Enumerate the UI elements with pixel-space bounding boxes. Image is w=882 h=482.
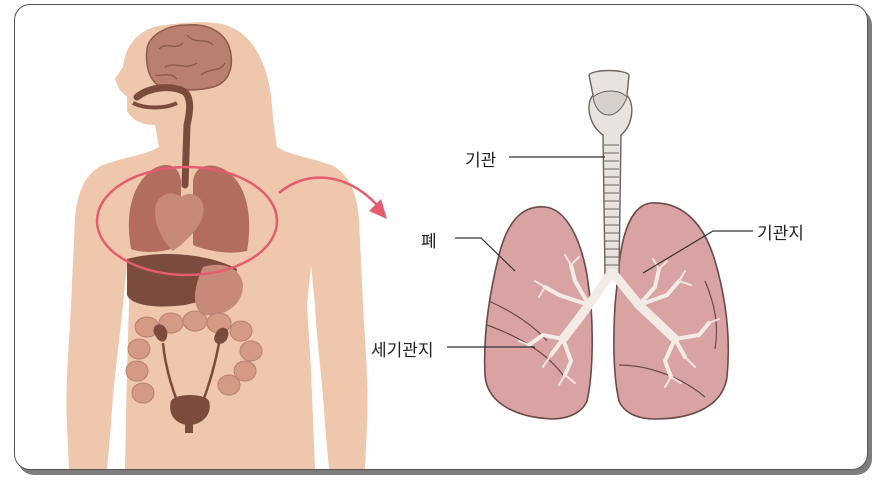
human-body: [66, 22, 367, 469]
brain: [147, 25, 232, 90]
label-lung: 폐: [421, 227, 437, 252]
lungs-illustration: [485, 71, 729, 420]
lung-right: [614, 203, 728, 419]
label-bronchus: 기관지: [757, 219, 804, 244]
arrow-head-icon: [369, 199, 387, 219]
lung-left: [485, 207, 593, 419]
figure-svg: [15, 5, 867, 469]
label-bronchiole: 세기관지: [371, 336, 434, 361]
figure-card: 기관 폐 기관지 세기관지: [14, 4, 868, 470]
label-trachea: 기관: [465, 146, 496, 171]
